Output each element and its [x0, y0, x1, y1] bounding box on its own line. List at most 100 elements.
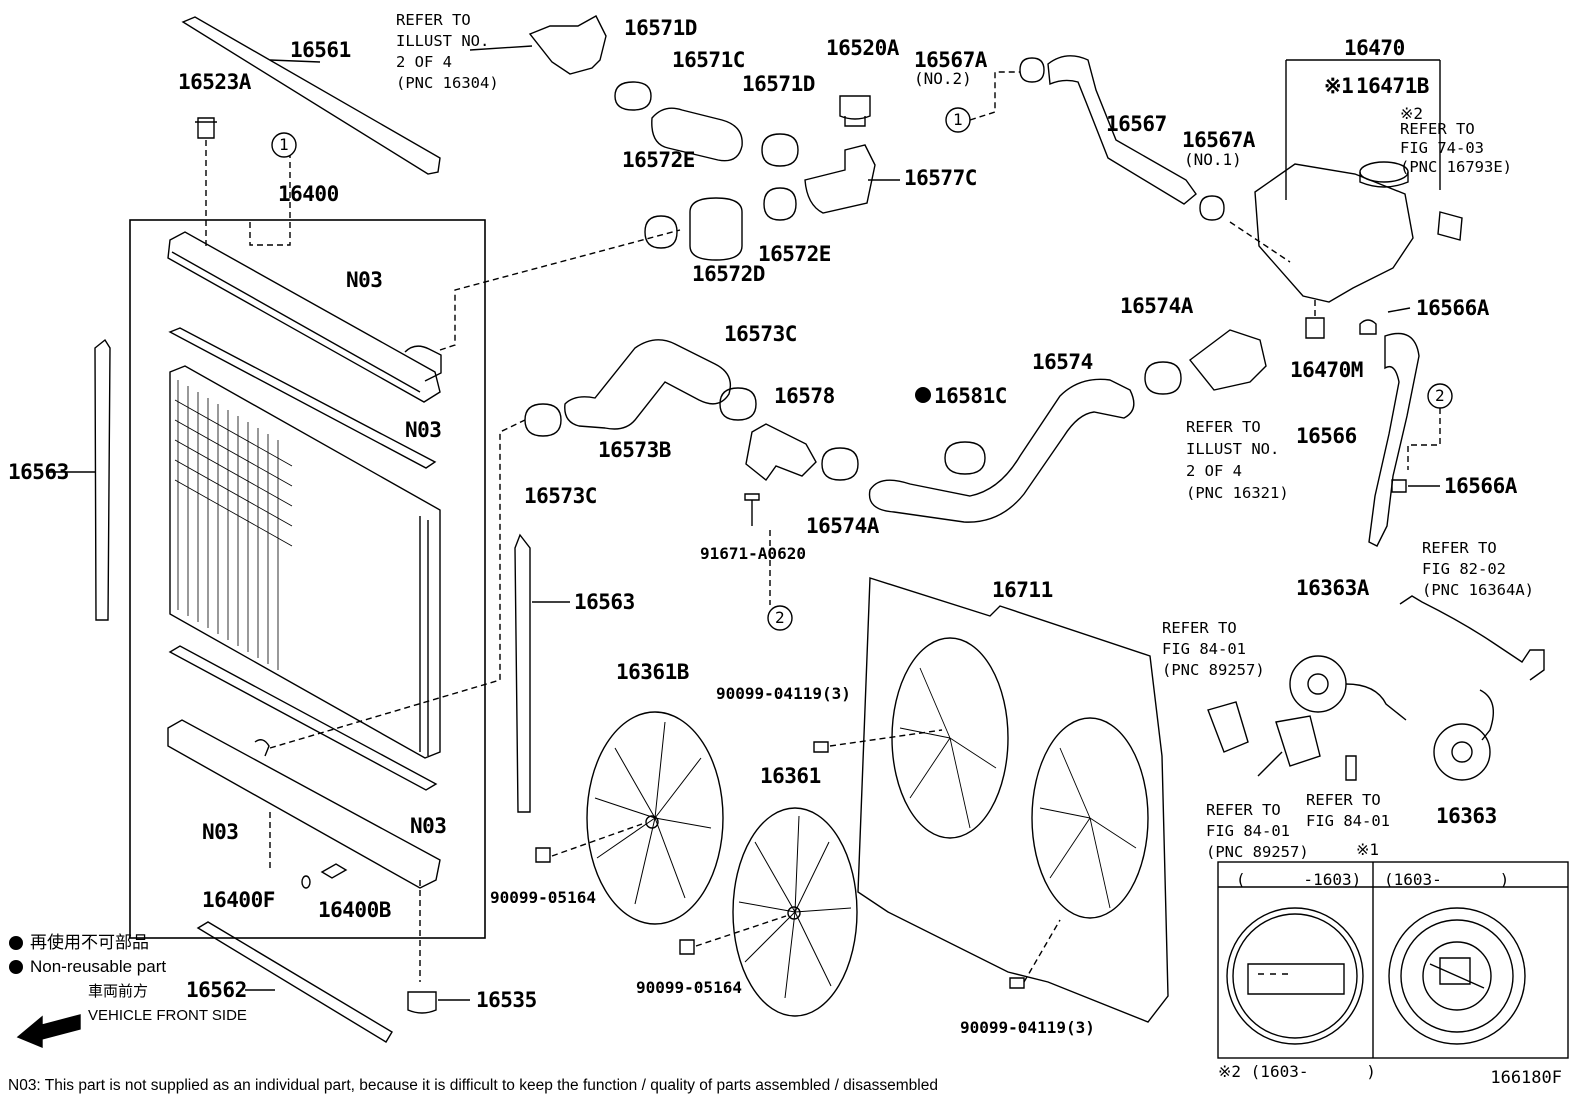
label-16363A: 16363A: [1296, 576, 1369, 600]
legend-front-en: VEHICLE FRONT SIDE: [88, 1007, 247, 1024]
legend-front-jp: 車両前方: [88, 983, 149, 1000]
harness-16364A: [1399, 595, 1545, 681]
label-16577C: 16577C: [904, 166, 977, 190]
joint-16578: [745, 423, 817, 482]
motor-16363A: [1289, 655, 1347, 713]
ref-16304: REFER TO ILLUST NO. 2 OF 4 (PNC 16304): [396, 11, 499, 92]
hose-16566: [1368, 332, 1420, 547]
circle-2a-text: 2: [775, 608, 785, 627]
clamp-16567A-top: [1019, 57, 1045, 83]
bolt-c: [1345, 755, 1357, 781]
clamp-16572E-a: [644, 215, 678, 249]
vehicle-front-arrow: [16, 1014, 81, 1049]
legend-bullets: [9, 936, 23, 974]
hose-16573B: [564, 339, 732, 430]
label-16567A-mid-sub: (NO.1): [1184, 150, 1242, 169]
label-16470M: 16470M: [1290, 358, 1363, 382]
legend-nonreuse-jp: 再使用不可部品: [30, 933, 149, 952]
circle-1a-text: 1: [279, 135, 289, 154]
callout-circle-2a: [767, 605, 793, 631]
label-n03-b: N03: [405, 418, 442, 442]
radiator-lower-tank: [167, 719, 441, 889]
resistor-a: [1207, 701, 1249, 753]
bolt-91671: [744, 493, 760, 526]
inset-left-head: ( -1603): [1236, 870, 1362, 889]
bolt-90099-04119-bot: [1009, 977, 1025, 989]
label-n03-d: N03: [410, 814, 447, 838]
label-16574: 16574: [1032, 350, 1093, 374]
label-90099-04119-bot: 90099-04119(3): [960, 1018, 1095, 1037]
cushion-16523A: [195, 117, 217, 139]
label-16573C-top: 16573C: [724, 322, 797, 346]
nut-90099-05164-a: [535, 847, 551, 863]
cap-16520A: [839, 95, 871, 127]
label-16361B: 16361B: [616, 660, 689, 684]
ref-82-02: REFER TO FIG 82-02 (PNC 16364A): [1422, 539, 1534, 599]
label-16567A-mid: 16567A: [1182, 128, 1255, 152]
seal-16562: [196, 921, 393, 1043]
label-16573B: 16573B: [598, 438, 671, 462]
legend-nonreuse-en: Non-reusable part: [30, 957, 167, 976]
clamp-16566A-top: [1359, 319, 1377, 335]
water-outlet-ref: [528, 15, 607, 75]
hose-16571C: [651, 107, 743, 162]
inset-footer: ※2 (1603- ): [1218, 1062, 1376, 1081]
label-16581C: 16581C: [934, 384, 1007, 408]
label-16572D: 16572D: [692, 262, 765, 286]
label-16563-right: 16563: [574, 590, 635, 614]
label-16400: 16400: [278, 182, 339, 206]
label-16572E-a: 16572E: [622, 148, 695, 172]
bolt-90099-04119-top: [813, 741, 829, 753]
ref-84-01-a: REFER TO FIG 84-01 (PNC 89257): [1162, 619, 1265, 679]
callout-circle-1a: [271, 132, 297, 158]
label-90099-05164-b: 90099-05164: [636, 978, 742, 997]
resistor-b: [1275, 715, 1321, 767]
label-16572E-b: 16572E: [758, 242, 831, 266]
cap-label-inset: [1217, 861, 1569, 1059]
drain-cock-16400B: [320, 863, 348, 879]
clamp-16574A-bot: [821, 447, 859, 481]
clamp-16571D-b: [761, 133, 799, 167]
seal-16563-left: [94, 338, 111, 621]
label-91671: 91671-A0620: [700, 544, 806, 563]
seal-16563-right: [514, 533, 531, 813]
radiator-assembly-box: [129, 219, 486, 939]
ref-84-01-b: REFER TO FIG 84-01 (PNC 89257): [1206, 801, 1309, 861]
clamp-16573C-bot: [524, 403, 562, 437]
label-16562: 16562: [186, 978, 247, 1002]
cushion-16535: [407, 991, 437, 1014]
label-mark1: ※1: [1324, 74, 1354, 98]
hose-16574: [868, 378, 1135, 523]
label-16361: 16361: [760, 764, 821, 788]
circle-2b-text: 2: [1435, 386, 1445, 405]
label-90099-05164-a: 90099-05164: [490, 888, 596, 907]
motor-16363: [1433, 723, 1491, 781]
nonreuse-bullet: [915, 387, 931, 403]
label-16573C-bot: 16573C: [524, 484, 597, 508]
fan-shroud-16711: [857, 577, 1169, 1023]
reservoir-16470: [1254, 163, 1414, 303]
label-16400B: 16400B: [318, 898, 391, 922]
label-ref-74-03: [1437, 211, 1463, 241]
seal-n03-top: [168, 327, 437, 469]
label-16535: 16535: [476, 988, 537, 1012]
label-n03-c: N03: [202, 820, 239, 844]
seal-16561: [181, 16, 441, 175]
nut-90099-05164-b: [679, 939, 695, 955]
radiator-core: [169, 365, 441, 759]
label-16567A-top-sub: (NO.2): [914, 69, 972, 88]
clamp-16567A-mid: [1199, 195, 1225, 221]
label-mark1b: ※1: [1356, 840, 1380, 859]
label-16567A-top: 16567A: [914, 48, 987, 72]
clamp-16573C-top: [719, 387, 757, 421]
drain-16470M: [1305, 317, 1325, 339]
label-mark2: ※2: [1400, 104, 1424, 123]
ring-16581C: [944, 441, 986, 475]
label-16523A: 16523A: [178, 70, 251, 94]
label-16566: 16566: [1296, 424, 1357, 448]
label-16574A-bot: 16574A: [806, 514, 879, 538]
clamp-16574A-top: [1144, 361, 1182, 395]
label-16711: 16711: [992, 578, 1053, 602]
inset-right-head: (1603- ): [1384, 870, 1510, 889]
fan-16361: [732, 807, 858, 1017]
